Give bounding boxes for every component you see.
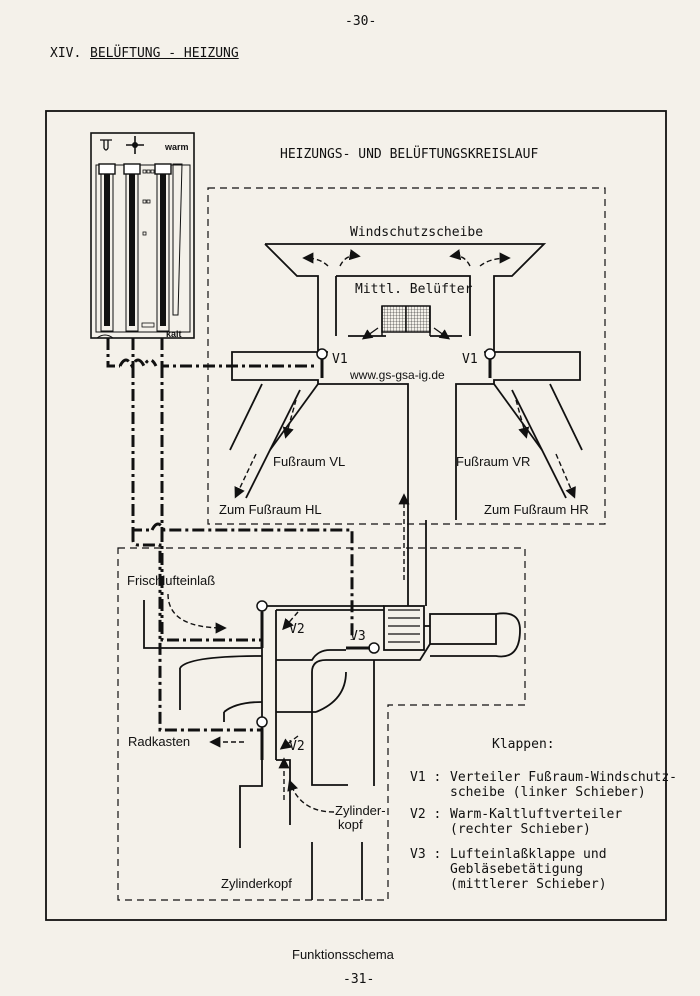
outer-frame	[45, 110, 667, 921]
fan-icon	[126, 136, 144, 154]
label-v1-right: V1	[462, 352, 478, 367]
engine-dashed-box	[117, 547, 526, 901]
kalt-label: kalt	[166, 329, 182, 339]
legend-v1-key: V1 :	[410, 770, 442, 785]
label-fresh-air-inlet: Frischlufteinlaß	[127, 573, 216, 588]
label-cylinder-head-right-1: Zylinder-	[335, 803, 386, 818]
blower-unit	[380, 605, 521, 661]
label-windshield: Windschutzscheibe	[350, 225, 484, 240]
legend-v3-line3: (mittlerer Schieber)	[450, 877, 607, 892]
engine-ducts	[143, 600, 384, 900]
v1-right-valve	[484, 348, 496, 360]
v2-lower-valve	[256, 716, 268, 728]
v3-valve	[368, 642, 380, 654]
v2-upper-valve	[256, 600, 268, 612]
interior-dashed-box	[207, 187, 606, 525]
label-v2-lower: V2	[289, 739, 305, 754]
label-website: www.gs-gsa-ig.de	[350, 368, 445, 382]
diagram-title: HEIZUNGS- UND BELÜFTUNGSKREISLAUF	[280, 147, 539, 162]
label-wheel-arch: Radkasten	[128, 734, 191, 749]
label-v1-left: V1	[332, 352, 348, 367]
legend-v3-line2: Gebläsebetätigung	[450, 862, 584, 877]
warm-label: warm	[164, 142, 189, 152]
page-number-top: -30-	[345, 14, 377, 29]
legend-v2-line2: (rechter Schieber)	[450, 822, 591, 837]
legend-v2-key: V2 :	[410, 807, 442, 822]
legend-v1-line1: Verteiler Fußraum-Windschutz-	[450, 770, 677, 785]
footwell-ducts	[229, 370, 583, 499]
legend-v2-line1: Warm-Kaltluftverteiler	[450, 807, 623, 822]
control-panel: warm kalt	[90, 132, 195, 339]
section-title: BELÜFTUNG - HEIZUNG	[90, 46, 239, 61]
control-panel-frame	[90, 132, 195, 339]
caption: Funktionsschema	[292, 947, 394, 962]
label-cylinder-head-bottom: Zylinderkopf	[221, 876, 292, 891]
legend-v3-key: V3 :	[410, 847, 442, 862]
label-footwell-vl: Fußraum VL	[273, 454, 346, 469]
v1-left-valve	[316, 348, 328, 360]
label-cylinder-head-right-2: kopf	[338, 817, 363, 832]
label-footwell-vr: Fußraum VR	[456, 454, 531, 469]
page-number-bottom: -31-	[343, 972, 375, 987]
label-to-footwell-hl: Zum Fußraum HL	[219, 502, 322, 517]
section-number: XIV.	[50, 46, 82, 61]
label-center-vent: Mittl. Belüfter	[355, 282, 473, 297]
defroster-icon	[100, 139, 112, 151]
label-v3: V3	[350, 629, 366, 644]
label-v2-upper: V2	[289, 622, 305, 637]
control-cables	[106, 338, 354, 732]
legend-v1-line2: scheibe (linker Schieber)	[450, 785, 646, 800]
legend-v3-line1: Lufteinlaßklappe und	[450, 847, 607, 862]
legend-title: Klappen:	[492, 737, 555, 752]
label-to-footwell-hr: Zum Fußraum HR	[484, 502, 589, 517]
